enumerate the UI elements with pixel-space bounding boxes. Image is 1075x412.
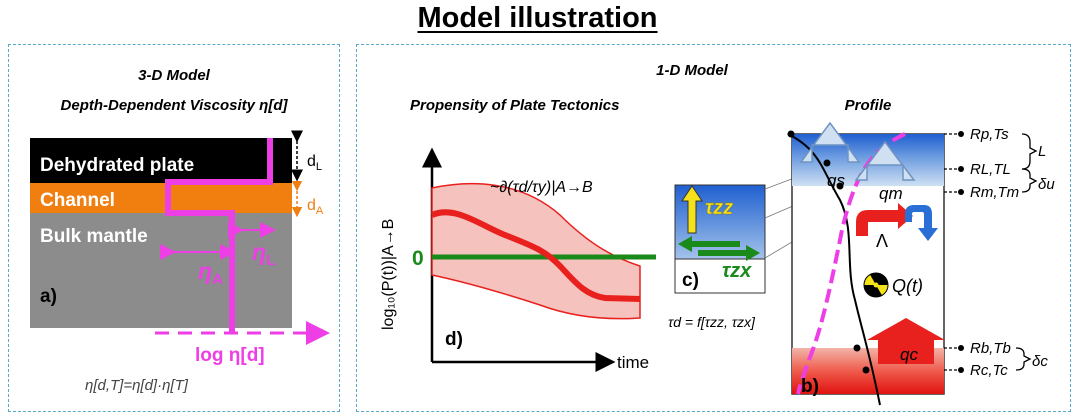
dot-rl	[958, 166, 964, 172]
lambda-label: Λ	[876, 231, 888, 251]
qs-arrow	[799, 121, 861, 163]
rp-ts-label: Rp,Ts	[970, 126, 1009, 143]
qm-arrow	[854, 140, 916, 181]
tau-zx-arrow-right	[698, 245, 760, 261]
tau-zz-arrow	[681, 185, 703, 234]
derivative-label: ~∂(τd/τy)|A→B	[490, 179, 593, 196]
qc-label: qc	[900, 345, 918, 364]
left-heading: 3-D Model	[138, 67, 211, 84]
temperature-profile	[787, 133, 881, 406]
dehydrated-plate-label: Dehydrated plate	[40, 155, 194, 176]
rm-tm-label: Rm,Tm	[970, 184, 1019, 201]
l-label: L	[1038, 143, 1046, 160]
eta-l-label: ηL	[252, 239, 275, 269]
delta-c-label: δc	[1032, 353, 1048, 370]
channel-label: Channel	[40, 190, 115, 211]
panel-b-label: b)	[801, 376, 819, 397]
panel-a-label: a)	[40, 286, 57, 307]
q-label: Q(t)	[892, 276, 923, 296]
qc-arrow-base	[878, 352, 934, 364]
qm-label: qm	[879, 184, 903, 203]
panel-c-label: c)	[682, 270, 699, 291]
delta-u-label: δu	[1038, 176, 1055, 193]
eta-a-label: ηA	[198, 258, 223, 288]
qc-arrow	[867, 318, 945, 352]
da-label: dA	[307, 197, 324, 217]
profile-title: Profile	[845, 97, 892, 114]
lambda-arrow-red	[856, 203, 913, 236]
tau-zx-label: τzx	[722, 260, 752, 282]
left-subheading: Depth-Dependent Viscosity η[d]	[61, 97, 289, 114]
bulk-mantle-label: Bulk mantle	[40, 226, 148, 247]
stress-equation: τd = f[τzz, τzx]	[668, 314, 756, 330]
node-l	[823, 159, 831, 167]
viscosity-equation: η[d,T]=η[d]·η[T]	[85, 377, 189, 394]
radiation-icon-center	[873, 282, 879, 288]
tau-zz-label: τzz	[705, 197, 733, 219]
propensity-title: Propensity of Plate Tectonics	[410, 97, 620, 114]
right-heading: 1-D Model	[656, 62, 729, 79]
channel-layer	[30, 183, 292, 213]
panel-d-label: d)	[445, 329, 463, 350]
bracket-l	[1021, 133, 1038, 170]
dot-rp	[958, 131, 964, 137]
tau-zx-arrow-left	[678, 236, 740, 252]
rc-tc-label: Rc,Tc	[970, 362, 1008, 379]
log-eta-label: log η[d]	[195, 345, 265, 366]
time-label: time	[617, 353, 649, 372]
dot-rb	[958, 345, 964, 351]
dot-rm	[958, 189, 964, 195]
stress-box-bottom	[674, 258, 766, 294]
propensity-curve	[430, 209, 641, 302]
bracket-delta-u	[1021, 168, 1038, 193]
node-m	[836, 182, 844, 190]
propensity-y-label: log₁₀(P(t))|A→B	[380, 219, 397, 330]
dehydrated-plate-layer	[30, 138, 292, 183]
qs-label: qs	[827, 171, 845, 190]
page-title: Model illustration	[417, 2, 658, 34]
dl-label: dL	[307, 153, 322, 173]
rl-tl-label: RL,TL	[970, 161, 1011, 178]
lambda-arrow-blue	[905, 205, 938, 241]
dot-rc	[958, 367, 964, 373]
node-top	[787, 130, 795, 138]
zero-label: 0	[412, 247, 424, 270]
rb-tb-label: Rb,Tb	[970, 340, 1011, 357]
bracket-delta-c	[1015, 347, 1032, 371]
node-c	[862, 366, 870, 374]
node-b	[853, 344, 861, 352]
